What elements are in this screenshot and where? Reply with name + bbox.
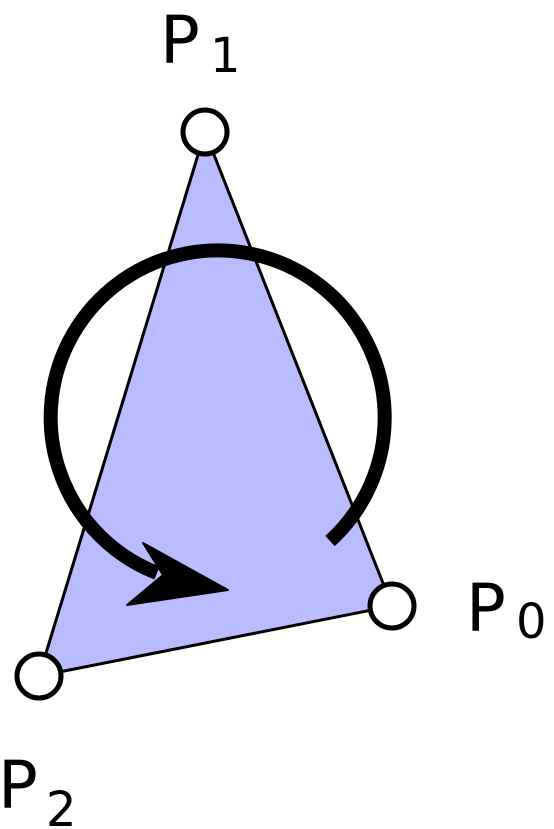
vertex-label-index: 2 <box>46 782 77 829</box>
winding-arrow-head <box>126 542 229 606</box>
vertex-label-letter: P <box>160 2 200 79</box>
svg-text:2: 2 <box>46 782 77 829</box>
svg-text:1: 1 <box>210 28 241 84</box>
triangle <box>37 130 394 678</box>
svg-text:P: P <box>0 747 38 824</box>
svg-text:P: P <box>466 570 506 647</box>
vertex-label-letter: P <box>466 570 506 647</box>
winding-arrow-arc <box>43 243 392 580</box>
vertex-label-index: 0 <box>516 594 547 650</box>
vertex-label-p0: P 0 <box>466 570 547 650</box>
vertex-marker-p1 <box>180 107 230 157</box>
svg-text:0: 0 <box>516 594 547 650</box>
vertex-marker-p0 <box>367 581 417 631</box>
svg-text:P: P <box>160 2 200 79</box>
vertex-label-p2: P 2 <box>0 747 77 829</box>
vertex-label-letter: P <box>0 747 38 824</box>
vertex-marker-p2 <box>14 651 64 701</box>
vertex-label-index: 1 <box>210 28 241 84</box>
vertex-label-p1: P 1 <box>160 2 241 84</box>
